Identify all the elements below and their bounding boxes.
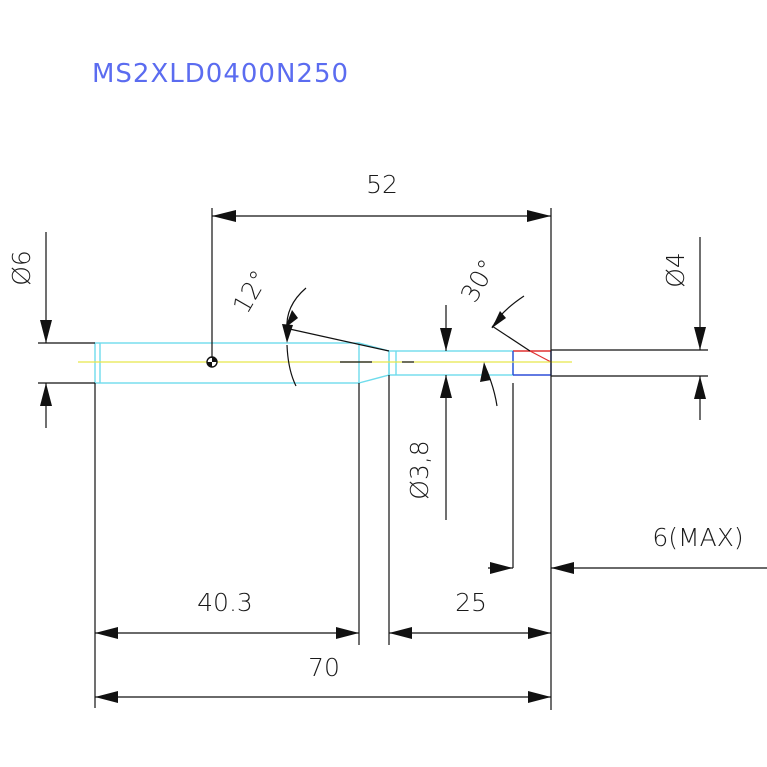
tip-point-red	[529, 350, 552, 363]
dim-label-shank-length: 40.3	[197, 588, 253, 617]
part-number-title: MS2XLD0400N250	[92, 59, 349, 89]
dimension-lengths: 40.3 25 70	[94, 375, 551, 708]
dimension-angle-12: 12°	[227, 265, 390, 387]
neck-outline	[388, 350, 514, 376]
tool-outline	[78, 342, 572, 384]
dim-label-max: 6(MAX)	[652, 523, 743, 552]
dim-label-neck-diameter: Ø3,8	[405, 440, 434, 499]
dim-label-shank-diameter: Ø6	[7, 250, 36, 286]
reference-point-icon	[206, 356, 218, 368]
dim-label-angle-30: 30°	[455, 254, 502, 307]
taper-bottom	[358, 374, 390, 384]
dimension-tip-diameter: Ø4	[551, 237, 708, 420]
dimension-shank-diameter: Ø6	[7, 232, 95, 428]
dim-label-overall-length: 70	[308, 653, 340, 682]
dimension-neck-diameter: Ø3,8	[405, 305, 452, 520]
dim-label-angle-12: 12°	[227, 265, 274, 318]
dim-label-tip-diameter: Ø4	[661, 252, 690, 288]
dim-label-52: 52	[366, 170, 398, 199]
dim-label-neck-length: 25	[455, 588, 487, 617]
shank-outline	[94, 342, 360, 384]
dimension-angle-30: 30°	[455, 254, 531, 407]
dimension-52: 52	[211, 170, 552, 710]
dimension-max: 6(MAX)	[488, 383, 767, 574]
